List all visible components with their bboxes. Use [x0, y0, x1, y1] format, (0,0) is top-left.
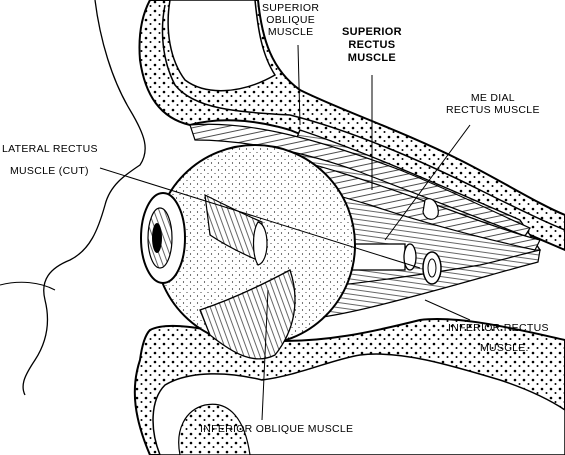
- label-inferior-rectus-line2: MUSCLE.: [480, 342, 529, 354]
- inferior-oblique-band: [199, 269, 296, 360]
- pupil: [152, 223, 162, 253]
- label-superior-oblique-line1: SUPERIOR: [262, 2, 320, 14]
- nose-bridge-outline: [0, 281, 56, 291]
- lateral-rectus-cut-end: [252, 221, 268, 266]
- label-medial-rectus: ME DIAL RECTUS MUSCLE: [446, 92, 540, 116]
- label-inferior-rectus: INFERIOR RECTUS MUSCLE.: [448, 318, 549, 358]
- annulus-tendon-inner: [427, 258, 437, 278]
- label-superior-rectus-line2: RECTUS: [348, 39, 396, 51]
- label-medial-rectus-line1: ME DIAL: [470, 92, 515, 104]
- label-lateral-rectus-line1: LATERAL RECTUS: [2, 143, 98, 155]
- label-superior-rectus: SUPERIOR RECTUS MUSCLE: [342, 26, 402, 65]
- label-inferior-oblique: INFERIOR OBLIQUE MUSCLE: [200, 423, 353, 435]
- inferior-rectus-band: [289, 249, 541, 321]
- leader-inferior-rectus: [424, 299, 471, 321]
- label-medial-rectus-line2: RECTUS MUSCLE: [446, 104, 540, 116]
- label-superior-rectus-line3: MUSCLE: [347, 52, 397, 64]
- leader-inferior-oblique: [261, 289, 269, 421]
- label-inferior-oblique-line1: INFERIOR OBLIQUE MUSCLE: [200, 423, 354, 435]
- leader-medial-rectus: [384, 124, 471, 241]
- orbital-roof-inner-edge: [161, 4, 565, 231]
- maxillary-bone: [152, 353, 565, 455]
- label-superior-rectus-line1: SUPERIOR: [342, 26, 402, 38]
- leader-lines: [99, 44, 471, 421]
- face-profile-outline: [22, 0, 146, 396]
- label-lateral-rectus-line2: MUSCLE (CUT): [10, 165, 89, 177]
- leader-lateral-rectus: [99, 167, 421, 269]
- label-superior-oblique-line3: MUSCLE: [267, 26, 314, 38]
- label-superior-oblique: SUPERIOR OBLIQUE MUSCLE: [262, 2, 319, 38]
- cheek-bone-recess: [178, 403, 251, 455]
- label-lateral-rectus: LATERAL RECTUS MUSCLE (CUT): [2, 138, 98, 182]
- label-superior-oblique-line2: OBLIQUE: [266, 14, 316, 26]
- label-inferior-rectus-line1: INFERIOR RECTUS: [448, 322, 549, 334]
- leader-superior-oblique: [297, 44, 301, 126]
- frontal-bone: [167, 0, 277, 92]
- trochlea: [422, 198, 439, 220]
